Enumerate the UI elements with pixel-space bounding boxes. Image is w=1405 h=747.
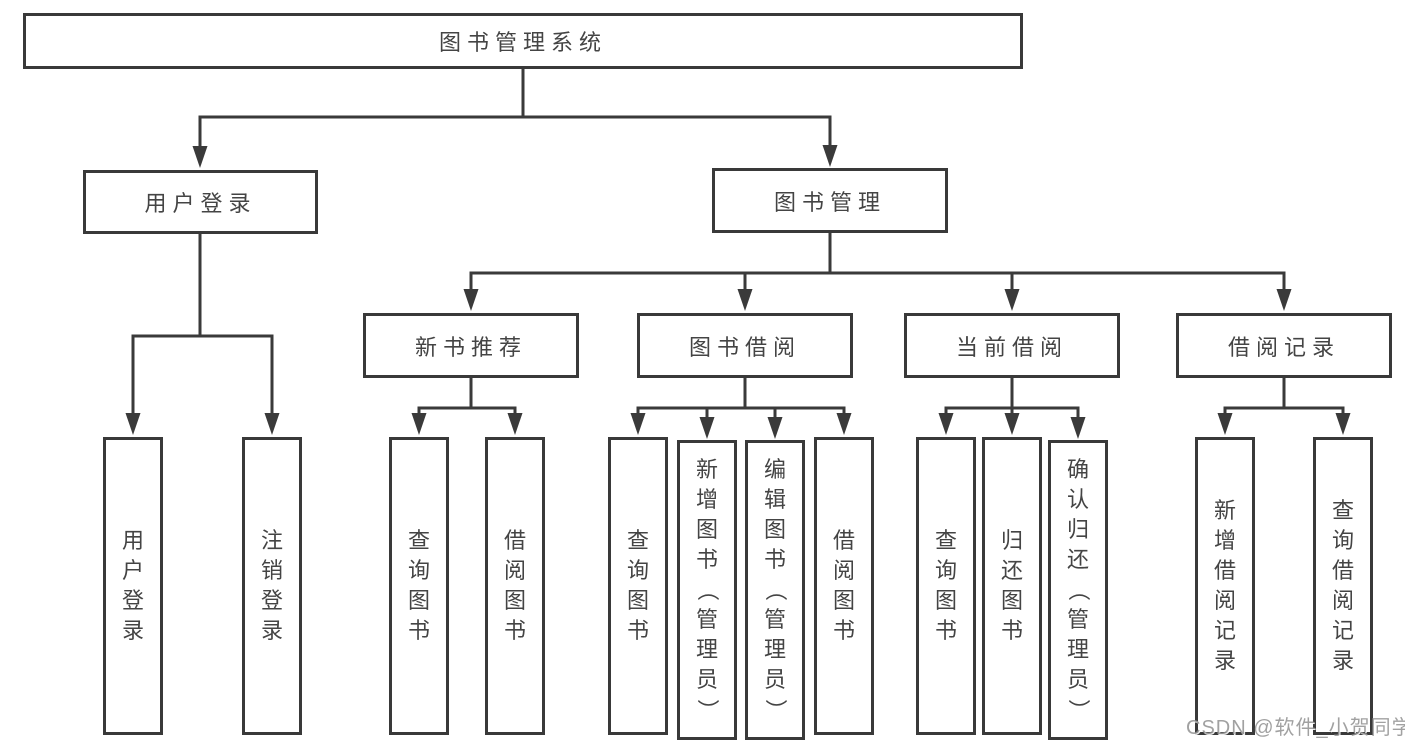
leaf-query-borrow-record: 查询借阅记录 [1313,437,1373,735]
leaf-query-books-3-label: 查询图书 [934,528,957,643]
arrowhead-icon [264,413,280,435]
node-new-book-recommend: 新书推荐 [363,313,579,378]
leaf-return-books: 归还图书 [982,437,1042,735]
arrowhead-icon [699,417,715,439]
node-root-label: 图书管理系统 [438,30,607,55]
connector-path [131,67,1345,421]
arrowhead-icon [125,413,141,435]
leaf-query-books-2-label: 查询图书 [626,528,649,643]
leaf-borrow-books-2: 借阅图书 [814,437,874,735]
csdn-watermark: CSDN @软件_小贺同学 [1186,717,1405,739]
leaf-add-borrow-record-label: 新增借阅记录 [1213,498,1236,673]
leaf-return-books-label: 归还图书 [1000,528,1023,643]
arrowhead-icon [938,413,954,435]
arrowhead-icon [411,413,427,435]
leaf-confirm-return-admin: 确认归还（管理员） [1048,440,1108,740]
arrowhead-icon [822,145,838,167]
node-new-book-recommend-label: 新书推荐 [414,334,527,360]
leaf-borrow-books-2-label: 借阅图书 [832,528,855,643]
leaf-edit-books-admin: 编辑图书（管理员） [745,440,805,740]
leaf-query-books-3: 查询图书 [916,437,976,735]
node-borrow-records-label: 借阅记录 [1227,334,1340,360]
arrowhead-icon [737,289,753,311]
arrowhead-icon [630,413,646,435]
leaf-borrow-books-1: 借阅图书 [485,437,545,735]
leaf-query-books-2: 查询图书 [608,437,668,735]
arrowhead-icon [463,289,479,311]
arrowhead-icon [1004,289,1020,311]
arrowhead-icon [767,417,783,439]
leaf-add-borrow-record: 新增借阅记录 [1195,437,1255,735]
arrowhead-icon [1004,413,1020,435]
node-current-borrowing: 当前借阅 [904,313,1120,378]
node-book-borrowing: 图书借阅 [637,313,853,378]
node-book-management-label: 图书管理 [773,189,886,215]
node-user-login: 用户登录 [83,170,318,234]
arrowhead-icon [1217,413,1233,435]
leaf-user-login-label: 用户登录 [121,528,144,643]
arrowhead-icon [836,413,852,435]
leaf-query-books-1-label: 查询图书 [407,528,430,643]
node-user-login-label: 用户登录 [144,191,257,216]
arrowhead-icon [1276,289,1292,311]
leaf-edit-books-admin-label: 编辑图书（管理员） [762,457,788,722]
leaf-user-login: 用户登录 [103,437,163,735]
leaf-confirm-return-admin-label: 确认归还（管理员） [1065,457,1091,722]
node-borrow-records: 借阅记录 [1176,313,1392,378]
leaf-query-books-1: 查询图书 [389,437,449,735]
arrowhead-icon [192,146,208,168]
arrowhead-icon [1335,413,1351,435]
leaf-borrow-books-1-label: 借阅图书 [503,528,526,643]
leaf-query-borrow-record-label: 查询借阅记录 [1331,498,1354,673]
arrowhead-icon [1070,417,1086,439]
leaf-add-books-admin-label: 新增图书（管理员） [694,457,720,722]
leaf-logout-label: 注销登录 [260,528,283,643]
node-root: 图书管理系统 [23,13,1023,69]
arrowheads [125,145,1351,439]
arrowhead-icon [507,413,523,435]
node-book-management: 图书管理 [712,168,948,233]
leaf-logout: 注销登录 [242,437,302,735]
leaf-add-books-admin: 新增图书（管理员） [677,440,737,740]
node-current-borrowing-label: 当前借阅 [955,334,1068,360]
node-book-borrowing-label: 图书借阅 [688,334,801,360]
